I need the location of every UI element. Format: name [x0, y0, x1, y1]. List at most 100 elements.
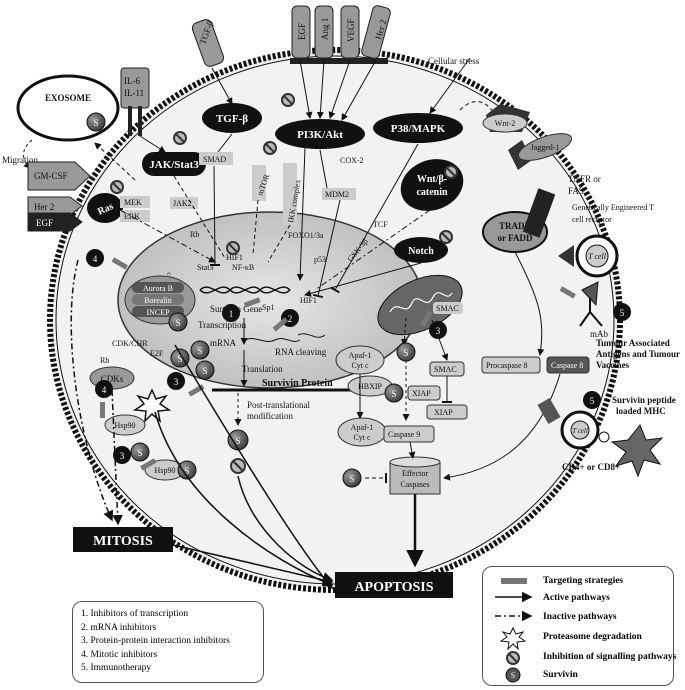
svg-text:S: S — [137, 448, 142, 458]
svg-text:TRADD: TRADD — [499, 221, 532, 231]
svg-text:HIF1: HIF1 — [226, 253, 243, 262]
receptor-her2: Her 2 — [361, 5, 391, 59]
svg-text:VEGF: VEGF — [346, 18, 356, 42]
svg-text:XIAP: XIAP — [412, 389, 431, 398]
apoptosis-box: APOPTOSIS — [335, 572, 453, 598]
svg-text:loaded MHC: loaded MHC — [616, 406, 666, 416]
receptors-left: GM-CSF Her 2 EGF — [27, 161, 91, 232]
svg-text:CDK/CHR: CDK/CHR — [112, 339, 148, 348]
svg-text:Hsp90: Hsp90 — [155, 466, 176, 475]
svg-text:Ang 1: Ang 1 — [320, 18, 330, 40]
receptor-il6-il11: IL-6 IL-11 — [120, 67, 150, 136]
svg-text:PI3K/Akt: PI3K/Akt — [297, 129, 343, 141]
svg-text:catenin: catenin — [416, 187, 448, 198]
proteasome-star — [132, 388, 172, 424]
svg-text:S: S — [175, 318, 180, 328]
symbol-legend: S Targeting strategies Active pathways I… — [482, 566, 676, 686]
ras-node: Ras — [87, 193, 123, 223]
svg-text:MEK: MEK — [124, 198, 142, 207]
svg-text:Caspase 9: Caspase 9 — [388, 430, 420, 439]
svg-text:Jagged-1: Jagged-1 — [531, 143, 560, 152]
svg-text:Survivin Protein: Survivin Protein — [262, 378, 333, 389]
svg-text:Cyt c: Cyt c — [353, 433, 371, 442]
svg-text:NF-κB: NF-κB — [232, 263, 254, 272]
jagged1-receptor: Jagged-1 — [508, 133, 573, 170]
svg-text:TCF: TCF — [373, 220, 388, 229]
outcome-lines — [70, 259, 334, 590]
svg-text:S: S — [197, 346, 202, 356]
svg-text:Apaf-1: Apaf-1 — [351, 423, 374, 432]
svg-text:Transcription: Transcription — [198, 320, 247, 330]
svg-text:Rb: Rb — [190, 230, 199, 239]
svg-text:JAK/Stat3: JAK/Stat3 — [149, 159, 199, 171]
svg-text:Notch: Notch — [408, 246, 434, 257]
tnfr-fas-receptor: TNFR or FAS Genetically Engineered T cel… — [522, 174, 654, 238]
svg-text:or FADD: or FADD — [498, 233, 533, 243]
svg-text:Genetically Engineered T: Genetically Engineered T — [572, 203, 654, 212]
svg-text:TNFR or: TNFR or — [568, 174, 601, 184]
svg-text:Borealin: Borealin — [144, 296, 172, 305]
svg-text:p53: p53 — [314, 255, 326, 264]
signalling-lines — [94, 57, 496, 299]
svg-text:EGF: EGF — [36, 218, 53, 228]
svg-text:CDKs: CDKs — [101, 374, 124, 384]
svg-text:Wnt-2: Wnt-2 — [495, 119, 515, 128]
svg-text:Tumour Associated: Tumour Associated — [596, 338, 670, 348]
svg-text:Aurora B: Aurora B — [143, 284, 173, 293]
svg-text:EXOSOME: EXOSOME — [45, 93, 91, 103]
svg-text:Cellular stress: Cellular stress — [428, 56, 480, 66]
svg-text:cell receptor: cell receptor — [572, 215, 612, 224]
legend-proteasome: Proteasome degradation — [543, 632, 642, 642]
mitochondrion: SMAC — [377, 274, 463, 336]
svg-text:FAS: FAS — [568, 186, 584, 196]
svg-text:S: S — [403, 348, 408, 358]
svg-text:2: 2 — [288, 314, 293, 324]
svg-text:INCEP: INCEP — [146, 308, 170, 317]
svg-text:JAK2: JAK2 — [173, 199, 192, 208]
svg-text:S: S — [511, 671, 515, 680]
svg-text:5: 5 — [590, 396, 595, 406]
svg-text:1: 1 — [229, 309, 234, 319]
legend-icons: S — [495, 578, 533, 683]
svg-text:IL-11: IL-11 — [124, 88, 144, 98]
svg-text:S: S — [184, 466, 189, 476]
notch-node: Notch — [394, 237, 448, 263]
targeting-icon — [501, 578, 527, 584]
svg-text:Stat3: Stat3 — [197, 263, 213, 272]
svg-text:SMAC: SMAC — [436, 304, 459, 313]
apaf1-cytc-top: Apaf-1 Cyt c — [335, 345, 385, 375]
svg-text:3: 3 — [436, 326, 441, 336]
svg-text:RNA cleaving: RNA cleaving — [275, 347, 327, 357]
svg-text:T cell: T cell — [588, 252, 607, 261]
targeting-legend: 1. Inhibitors of transcription 2. mRNA i… — [72, 601, 264, 683]
caspase8-node: Caspase 8 — [546, 356, 590, 374]
svg-text:S: S — [93, 118, 98, 128]
legend-item: 2. mRNA inhibitors — [81, 622, 157, 633]
svg-text:Translation: Translation — [242, 364, 283, 374]
apaf1-cytc-bottom: Apaf-1 Cyt c — [337, 417, 387, 447]
xiap-node: XIAP — [407, 385, 441, 401]
svg-text:GM-CSF: GM-CSF — [34, 171, 68, 181]
engineered-tcell: T cell — [558, 234, 619, 278]
wnt2-receptor: Wnt-2 — [482, 104, 530, 133]
svg-text:Sp1: Sp1 — [262, 303, 274, 312]
svg-text:CD4+ or CD8+: CD4+ or CD8+ — [562, 462, 620, 472]
legend-item: 1. Inhibitors of transcription — [81, 609, 189, 619]
svg-text:Apaf-1: Apaf-1 — [349, 351, 372, 360]
caspase9-node: Caspase 9 — [383, 425, 435, 443]
svg-text:FOXO1/3a: FOXO1/3a — [288, 231, 324, 240]
svg-text:3: 3 — [120, 451, 125, 461]
svg-text:Procaspase 8: Procaspase 8 — [486, 361, 528, 370]
svg-text:Caspase 8: Caspase 8 — [551, 361, 583, 370]
svg-text:mAb: mAb — [590, 329, 609, 339]
svg-text:Rb: Rb — [100, 356, 109, 365]
svg-text:Vaccines: Vaccines — [596, 360, 630, 370]
apoptosis-lines — [356, 251, 561, 568]
svg-text:Caspases: Caspases — [400, 480, 429, 489]
svg-text:Survivin peptide: Survivin peptide — [612, 395, 676, 405]
targeting-markers: 4 1 2 3 4 3 3 5 5 — [86, 249, 631, 471]
svg-text:S: S — [349, 474, 354, 484]
svg-text:SMAC: SMAC — [434, 365, 457, 374]
